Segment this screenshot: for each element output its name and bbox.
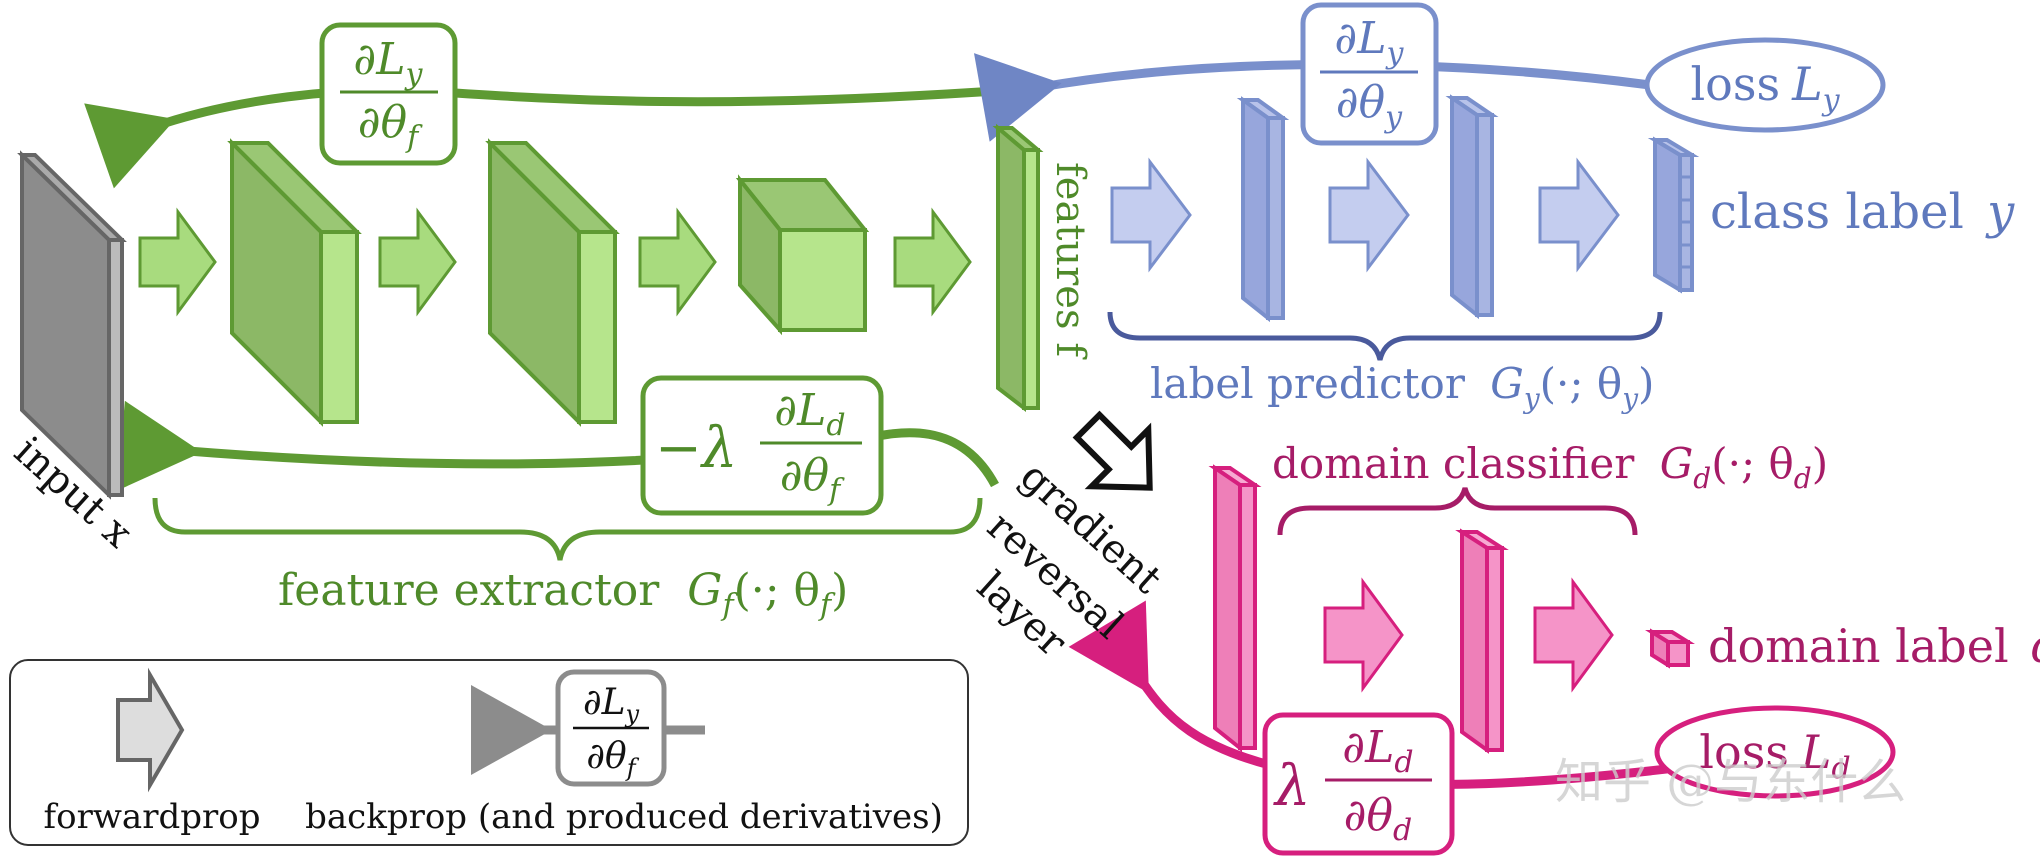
derivative-box-neg-lambda-dld-dthf: −λ ∂Ld ∂θf xyxy=(640,375,884,516)
feature-extractor-brace xyxy=(152,497,983,561)
forward-arrow-icon xyxy=(1533,577,1614,693)
forward-arrow-icon xyxy=(1328,157,1410,273)
features-label: features f xyxy=(1047,162,1093,360)
domain-classifier-layer-1 xyxy=(1208,464,1262,753)
domain-label: domain label d xyxy=(1708,619,2040,673)
derivative-box-lambda-dld-dthd: λ ∂Ld ∂θd xyxy=(1262,712,1455,856)
svg-text:−λ: −λ xyxy=(655,416,737,481)
svg-text:∂Ld: ∂Ld xyxy=(1342,722,1413,780)
legend-forwardprop: forwardprop xyxy=(44,797,261,837)
svg-text:λ: λ xyxy=(1273,754,1311,819)
conv-layer-2 xyxy=(485,138,620,427)
forward-arrow-icon xyxy=(378,207,457,317)
derivative-box-dly-dthf: ∂Ly ∂θf xyxy=(319,22,458,166)
domain-classifier-layer-2 xyxy=(1455,528,1509,754)
grl-arrow-icon xyxy=(1072,410,1153,491)
forward-arrow-icon xyxy=(1538,157,1620,273)
watermark: 知乎 @与东什么 xyxy=(1555,754,1906,810)
forward-arrow-icon xyxy=(893,207,972,317)
legend: forwardprop ∂Ly ∂θf backprop (and produc… xyxy=(9,659,969,846)
features-layer xyxy=(992,123,1044,413)
svg-text:feature extractor Gf(·;: feature extractor Gf(·; θf) xyxy=(278,565,848,623)
domain-output-layer xyxy=(1645,628,1695,669)
legend-backprop: backprop (and produced derivatives) xyxy=(305,797,943,837)
forward-arrow-icon xyxy=(1323,577,1404,693)
label-predictor-brace xyxy=(1107,311,1663,361)
domain-classifier-label: domain classifier Gd(·; θd) xyxy=(1272,439,1828,495)
class-label: class label y xyxy=(1710,184,2015,240)
label-predictor-layer-1 xyxy=(1236,96,1290,323)
svg-text:∂θd: ∂θd xyxy=(1344,790,1412,848)
forward-arrow-icon xyxy=(116,667,185,793)
legend-derivative-box: ∂Ly ∂θf xyxy=(555,669,667,787)
derivative-box-dly-dthy: ∂Ly ∂θy xyxy=(1300,2,1439,146)
forward-arrow-icon xyxy=(138,207,217,317)
forward-arrow-icon xyxy=(638,207,717,317)
backprop-arrow-label-to-input xyxy=(84,85,1011,189)
label-predictor-label: label predictor Gy(·; θy) xyxy=(1150,359,1654,415)
svg-text:∂θy: ∂θy xyxy=(1336,77,1403,135)
conv-layer-1 xyxy=(227,138,362,427)
class-output-layer xyxy=(1647,136,1700,294)
forward-arrow-icon xyxy=(1110,157,1192,273)
svg-text:∂Ly: ∂Ly xyxy=(1335,13,1405,71)
svg-text:∂Ly: ∂Ly xyxy=(583,682,640,728)
feature-extractor-label: feature extractor Gf(·; θf) xyxy=(278,565,848,623)
label-predictor-layer-2 xyxy=(1445,94,1499,320)
conv-layer-3 xyxy=(735,174,870,336)
input-layer xyxy=(17,150,127,500)
domain-classifier-brace xyxy=(1277,487,1638,536)
svg-text:∂Ly: ∂Ly xyxy=(354,34,424,92)
svg-text:∂Ld: ∂Ld xyxy=(774,385,845,443)
